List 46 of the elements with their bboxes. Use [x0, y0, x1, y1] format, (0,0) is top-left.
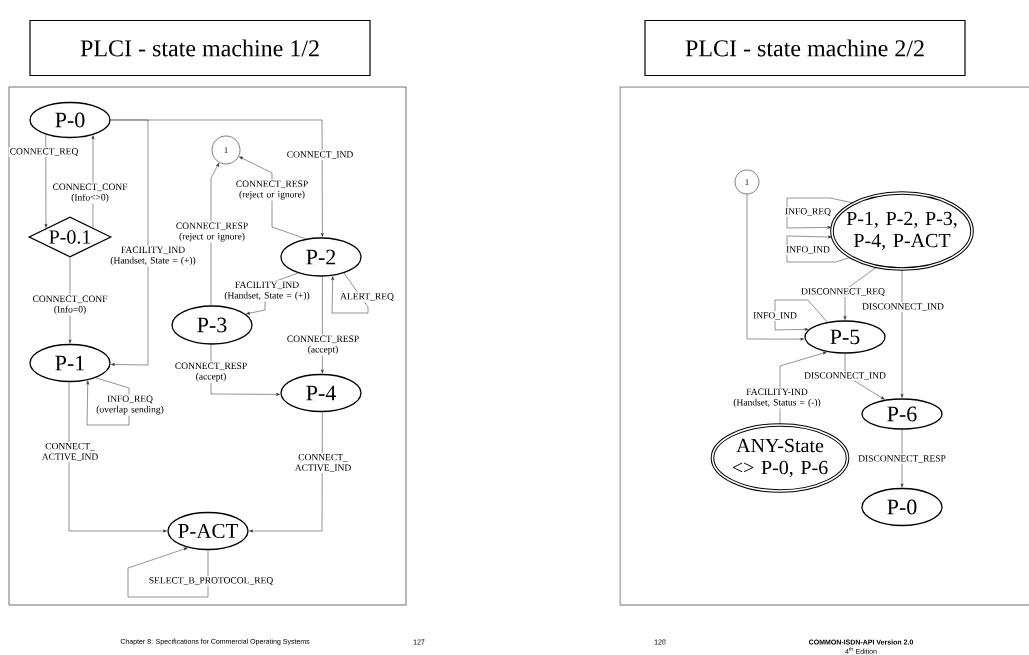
edge-label: INFO_IND	[785, 245, 831, 255]
edge-label: DISCONNECT_REQ	[800, 287, 886, 297]
arrow	[774, 299, 828, 331]
arrow	[843, 266, 878, 320]
arrow	[786, 197, 854, 229]
edge-label: CONNECT_CONF (Info=0)	[31, 294, 109, 316]
edge-label: FACILITY_IND (Handset, State = (+))	[106, 245, 200, 267]
edge-label: DISCONNECT_RESP	[857, 454, 947, 464]
edge-label: INFO_REQ (overlap sending)	[93, 394, 167, 416]
arrow	[331, 272, 369, 314]
arrow	[786, 235, 851, 263]
edge-label: DISCONNECT_IND	[803, 371, 887, 381]
arrow	[210, 344, 280, 396]
edge-label: FACILITY-IND (Handset, Status = (-))	[729, 387, 825, 409]
arrow	[44, 134, 48, 228]
edge-label: CONNECT_RESP (accept)	[284, 334, 362, 356]
arrow	[86, 377, 130, 426]
edge-label: CONNECT_CONF (Info<>0)	[51, 182, 129, 204]
arrow	[249, 411, 323, 533]
edge-label: INFO_IND	[752, 311, 798, 321]
arrow	[320, 276, 324, 374]
arrow	[900, 269, 904, 398]
edge-label: INFO_REQ	[784, 207, 832, 217]
title-box: PLCI - state machine 2/2	[644, 19, 966, 77]
edge-label: CONNECT_IND	[285, 150, 355, 160]
edge-label: CONNECT_RESP (accept)	[172, 361, 250, 383]
edge-label: SELECT_B_PROTOCOL_REQ	[147, 576, 275, 586]
edge-label: CONNECT_ ACTIVE_IND	[38, 442, 102, 462]
edge-label: CONNECT_RESP (reject or ignore)	[231, 179, 313, 201]
arrow	[110, 119, 324, 237]
title-box: PLCI - state machine 1/2	[29, 19, 371, 77]
edge-label: ALERT_REQ	[339, 292, 395, 302]
arrow	[844, 353, 885, 400]
arrow	[110, 119, 149, 366]
arrow	[210, 163, 220, 306]
arrow	[746, 194, 805, 341]
arrow	[68, 381, 167, 533]
edge-label: FACILITY_IND (Handset, State = (+))	[220, 280, 314, 302]
edge-label: CONNECT_REQ	[8, 147, 80, 157]
edge-label: DISCONNECT_IND	[861, 302, 945, 312]
arrow	[900, 429, 904, 488]
arrow	[127, 547, 209, 598]
edge-label: CONNECT_RESP (reject or ignore)	[171, 221, 253, 243]
edge-label: CONNECT_ ACTIVE_IND	[291, 453, 355, 473]
arrow	[239, 156, 306, 240]
arrow	[779, 351, 827, 425]
